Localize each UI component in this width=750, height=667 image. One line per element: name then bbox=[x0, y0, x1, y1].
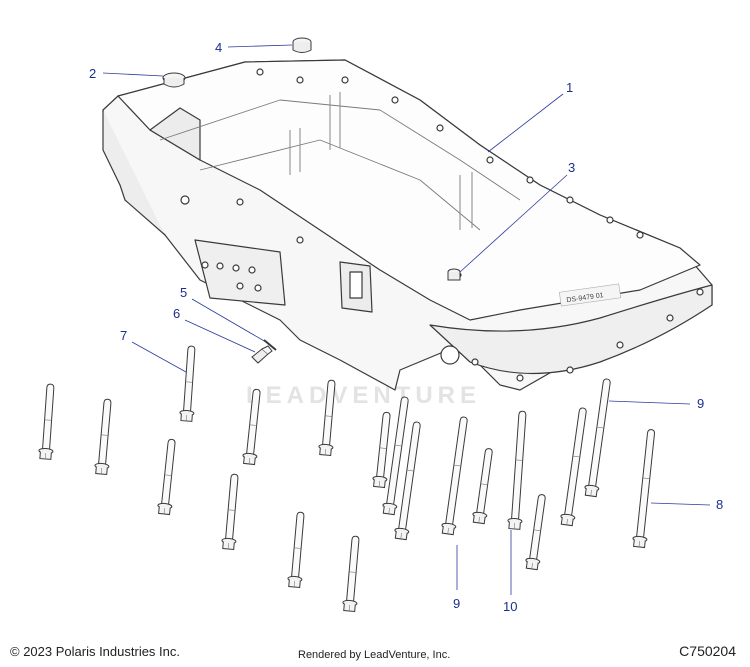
long-bolt-item bbox=[583, 377, 615, 498]
long-bolt-item bbox=[506, 410, 531, 530]
callout-9-lower: 9 bbox=[453, 596, 460, 611]
plug-cap-part-4 bbox=[292, 37, 312, 53]
callout-7: 7 bbox=[120, 328, 127, 343]
callout-5: 5 bbox=[180, 285, 187, 300]
copyright-text: © 2023 Polaris Industries Inc. bbox=[10, 644, 180, 659]
bolt-item bbox=[471, 447, 497, 525]
callout-9-upper: 9 bbox=[697, 396, 704, 411]
rendered-by-text: Rendered by LeadVenture, Inc. bbox=[298, 649, 451, 661]
leader-lines bbox=[102, 44, 711, 595]
long-bolt-item bbox=[440, 415, 472, 536]
callout-4: 4 bbox=[215, 40, 222, 55]
callout-3: 3 bbox=[568, 160, 575, 175]
watermark-text: LEADVENTURE bbox=[246, 382, 481, 409]
plug-cap-part-2 bbox=[162, 72, 186, 88]
callout-6: 6 bbox=[173, 306, 180, 321]
bolt-item bbox=[220, 473, 243, 551]
oil-pan-housing: DS-9479 01 bbox=[102, 59, 713, 391]
callout-10: 10 bbox=[503, 599, 517, 614]
callout-1: 1 bbox=[566, 80, 573, 95]
bolt-item bbox=[286, 511, 309, 589]
bolt-item bbox=[37, 383, 59, 460]
bolt-item bbox=[93, 398, 116, 476]
bolt-item bbox=[341, 535, 364, 613]
bolt-item bbox=[524, 493, 550, 571]
fitting-part-6 bbox=[251, 345, 273, 364]
long-bolt-item bbox=[631, 428, 659, 549]
bolt-item bbox=[178, 345, 200, 422]
figure-code: C750204 bbox=[679, 643, 736, 659]
long-bolt-item bbox=[559, 406, 591, 527]
callout-8: 8 bbox=[716, 497, 723, 512]
dowel-part-3 bbox=[447, 268, 461, 281]
bolt-item bbox=[156, 438, 180, 516]
callout-labels: 1 2 3 4 5 6 7 8 9 9 10 bbox=[89, 40, 723, 614]
callout-2: 2 bbox=[89, 66, 96, 81]
